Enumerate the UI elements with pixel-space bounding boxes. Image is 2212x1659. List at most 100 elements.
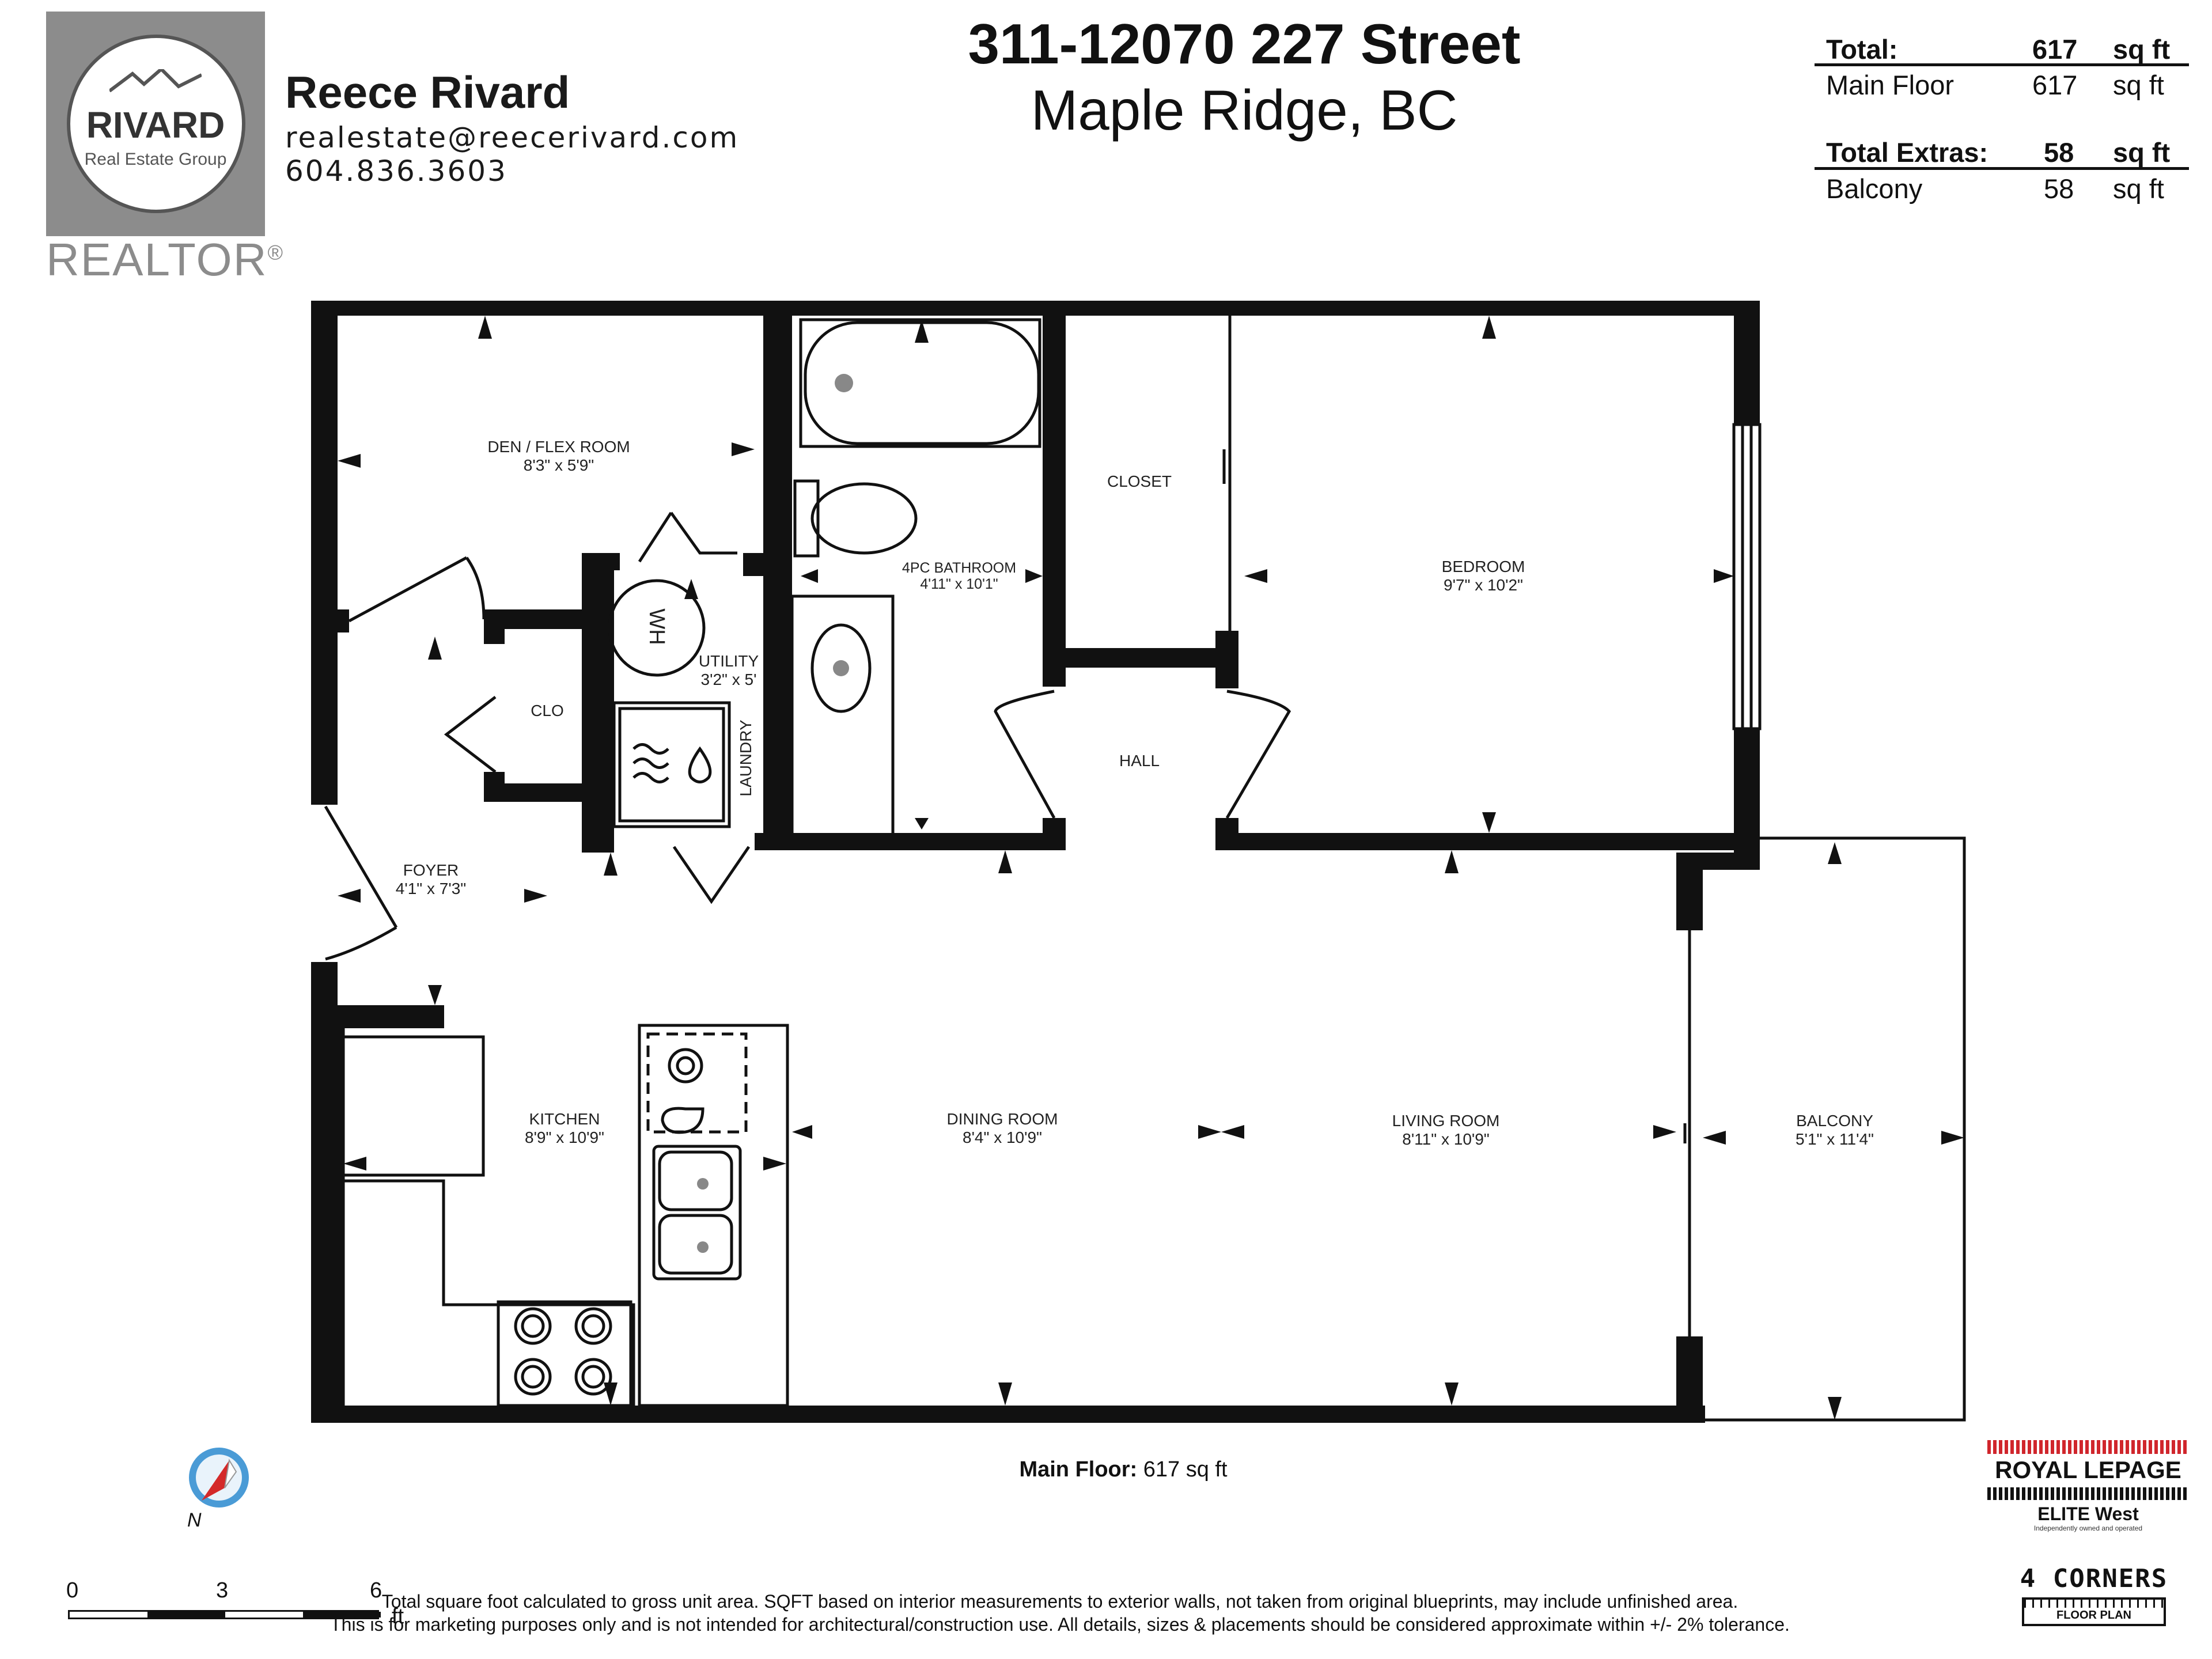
thin-lines [324,316,1966,1422]
utility-name: UTILITY [698,652,759,670]
wall-bath-right-stub [1043,818,1066,850]
wall-bedroom-bottom [1215,833,1760,850]
mountain-icon [109,69,202,92]
compass-n: N [187,1509,202,1531]
brokerage-tag: Independently owned and operated [2033,1524,2143,1532]
bedroom-window [1732,423,1762,730]
washer-dryer [612,701,731,828]
room-bedroom: BEDROOM 9'7" x 10'2" [1442,558,1525,594]
scale-3: 3 [216,1578,229,1603]
bedroom-door [1225,690,1291,819]
scale-unit: ft [392,1604,404,1628]
foyer-dim: 4'1" x 7'3" [395,880,467,897]
room-kitchen: KITCHEN 8'9" x 10'9" [525,1110,604,1147]
scale-0: 0 [66,1578,79,1603]
bath-name: 4PC BATHROOM [902,560,1017,576]
utility-dim: 3'2" x 5' [700,671,757,688]
wall-closet-right-stub [1215,631,1238,688]
main-floor-label: Main Floor [1826,70,1955,100]
logo-circle [67,35,245,213]
bedroom-name: BEDROOM [1441,558,1525,575]
toilet-tank [793,479,820,558]
agent-phone[interactable]: 604.836.3603 [285,154,507,188]
agent-logo: RIVARD Real Estate Group [46,12,265,236]
wh-text: WH [645,608,669,645]
disclaimer-line2: This is for marketing purposes only and … [330,1614,1790,1635]
floor-area-caption: Main Floor: 617 sq ft [968,1457,1279,1482]
room-clo: CLO [531,702,564,720]
foyer-name: FOYER [403,861,459,879]
vanity [790,594,895,840]
walls [311,301,1760,1423]
dining-dim: 8'4" x 10'9" [962,1128,1042,1146]
realtor-mark: REALTOR® [46,233,284,286]
maker-name: 4 CORNERS [2020,1564,2168,1593]
room-living: LIVING ROOM 8'11" x 10'9" [1392,1112,1500,1149]
water-heater [608,579,706,677]
den-dim: 8'3" x 5'9" [523,456,594,474]
water-heater-label: WH [645,608,669,645]
floor-area-label: Main Floor: [1019,1457,1138,1482]
wall-bath-closet [1043,301,1066,687]
wall-kitchen-inner [338,1028,343,1406]
realtor-mark-text: REALTOR [46,234,268,285]
laundry-label: LAUNDRY [737,719,755,796]
bedroom-dim: 9'7" x 10'2" [1444,576,1523,594]
bath-door [994,690,1056,819]
balcony-dim: 5'1" x 11'4" [1796,1130,1874,1148]
logo-sub: Real Estate Group [84,150,227,169]
double-sink [652,1145,742,1281]
den-door [348,556,468,623]
wall-living-right-bottom [1676,1336,1703,1423]
wall-bottom [311,1406,1705,1423]
compass-icon [189,1448,249,1508]
sink [810,623,872,713]
room-dining: DINING ROOM 8'4" x 10'9" [947,1110,1058,1147]
cooktop-element [661,1107,704,1134]
agent-email[interactable]: realestate@reecerivard.com [285,121,740,154]
living-name: LIVING ROOM [1392,1112,1500,1130]
maker-sub: FLOOR PLAN [2056,1609,2131,1622]
fixture-dots [697,374,853,1253]
extras-unit: sq ft [2113,137,2171,168]
address-line1: 311-12070 227 Street [968,12,1521,75]
entry-door [324,805,398,929]
brokerage-stripe-top [1987,1440,2189,1454]
room-den: DEN / FLEX ROOM 8'3" x 5'9" [487,438,630,475]
wall-kitchen-top [338,1005,444,1028]
kitchen-name: KITCHEN [529,1110,600,1128]
wall-living-bedroom-corner [1676,853,1760,870]
wall-clo-top-stub [484,609,505,644]
room-bathroom: 4PC BATHROOM 4'11" x 10'1" [902,560,1016,592]
balcony-area-value: 58 [2044,173,2074,204]
dimension-arrows [338,316,1964,1420]
agent-name: Reece Rivard [285,67,570,118]
total-rule [1815,63,2189,66]
wall-den-bath-cap [743,553,772,576]
scale-bar [68,1610,381,1619]
wall-clo-bottom-stub [484,772,505,801]
maker-logo: 4 CORNERS FLOOR PLAN [2016,1564,2172,1633]
clo-name: CLO [531,702,564,719]
total-value: 617 [2032,34,2078,65]
den-name: DEN / FLEX ROOM [487,438,630,456]
total-unit: sq ft [2113,34,2171,65]
wall-closet-bottom [1043,648,1233,668]
maker-ruler [2022,1597,2166,1626]
living-dim: 8'11" x 10'9" [1402,1130,1490,1148]
wall-utility-left [582,553,614,853]
fridge [342,1035,485,1177]
extras-value: 58 [2044,137,2074,168]
disclaimer-line1: Total square foot calculated to gross un… [381,1591,1738,1612]
clo-door [444,696,497,773]
room-foyer: FOYER 4'1" x 7'3" [396,861,466,898]
hall-name: HALL [1119,752,1160,770]
wall-left-lower [311,962,338,1423]
wall-left-upper [311,301,338,805]
dining-name: DINING ROOM [946,1110,1058,1128]
wall-bedroom-right [1734,301,1760,425]
main-floor-unit: sq ft [2113,70,2164,100]
room-utility: UTILITY 3'2" x 5' [699,652,759,689]
bath-dim: 4'11" x 10'1" [920,576,998,592]
